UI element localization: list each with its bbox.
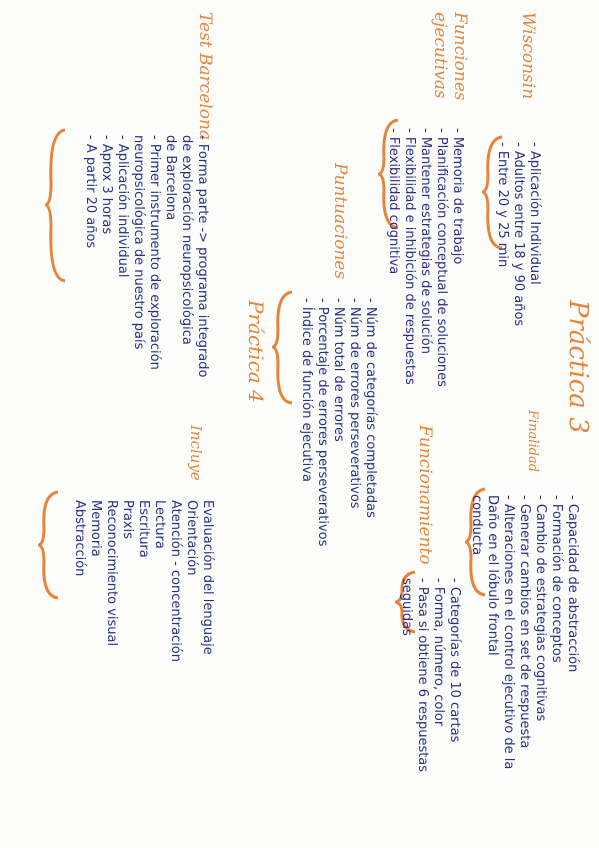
finalidad-item: - Cambio de estrategias cognitivas: [533, 495, 548, 722]
funciones-item: - Mantener estrategias de solución: [418, 128, 433, 354]
barcelona-item: - Aprox 3 horas: [99, 135, 114, 235]
barcelona-brace: [45, 128, 66, 283]
wisconsin-brace: [482, 135, 503, 250]
puntuaciones-item: - Núm de errores perseverativos: [347, 298, 362, 509]
finalidad-title: Finalidad: [525, 410, 540, 473]
barcelona-title: Test Barcelona: [195, 12, 215, 141]
funcionamiento-title: Funcionamiento: [415, 425, 435, 565]
funcionamiento-title-block: Funcionamiento: [415, 425, 435, 565]
incluye-title: Incluye: [187, 425, 205, 481]
puntuaciones-list: - Núm de categorías completadas - Núm de…: [298, 298, 378, 546]
barcelona-item: neuropsicológica de nuestro país: [131, 135, 146, 350]
puntuaciones-brace: [272, 290, 293, 405]
incluye-item: Evaluación del lenguaje: [200, 500, 215, 655]
finalidad-item: - Capacidad de abstracción: [565, 495, 580, 673]
finalidad-item: - Alteraciones en el control ejecutivo d…: [501, 495, 516, 770]
incluye-brace: [38, 490, 59, 600]
incluye-item: Reconocimiento visual: [104, 500, 119, 647]
funciones-list: - Memoria de trabajo - Planificación con…: [385, 128, 465, 387]
funciones-title-line2: ejecutivas: [430, 12, 450, 99]
funcionamiento-item: - Pasa si obtiene 6 respuestas: [415, 578, 430, 773]
wisconsin-title: Wisconsin: [518, 12, 538, 100]
wisconsin-block: Wisconsin: [518, 12, 538, 99]
puntuaciones-item: - Núm de categorías completadas: [363, 298, 378, 518]
practica4-title: Práctica 4: [244, 300, 268, 403]
barcelona-item: de Barcelona: [163, 135, 178, 221]
wisconsin-item: - Aplicación Individual: [527, 142, 542, 285]
incluye-title-block: Incluye: [187, 425, 205, 481]
puntuaciones-item: - Porcentaje de errores perseverativos: [315, 298, 330, 547]
incluye-item: Abstracción: [72, 500, 87, 577]
finalidad-title-block: Finalidad: [525, 410, 540, 472]
funciones-item: - Memoria de trabajo: [450, 128, 465, 265]
funcionamiento-item: - Forma, número, color: [431, 578, 446, 727]
incluye-list: Evaluación del lenguaje Orientación Aten…: [71, 500, 215, 662]
incluye-item: Lectura: [152, 500, 167, 549]
funcionamiento-brace: [395, 570, 416, 634]
barcelona-item: - A partir 20 años: [83, 135, 98, 249]
funciones-title-line1: Funciones: [450, 12, 470, 101]
practica4-block: Práctica 4: [244, 300, 268, 403]
finalidad-item: conducta: [469, 495, 484, 556]
finalidad-item: - Formación de conceptos: [549, 495, 564, 663]
puntuaciones-title-block: Puntuaciones: [330, 163, 350, 279]
wisconsin-list: - Aplicación Individual - Adultos entre …: [494, 142, 542, 326]
incluye-item: Orientación: [184, 500, 199, 576]
funciones-item: - Planificación conceptual de soluciones: [434, 128, 449, 387]
finalidad-brace: [465, 487, 486, 597]
wisconsin-item: - Entre 20 y 25 min: [495, 142, 510, 268]
finalidad-item: - Generar cambios en set de respuesta: [517, 495, 532, 749]
finalidad-item: Daño en el lóbulo frontal: [485, 495, 500, 656]
puntuaciones-item: - Índice de función ejecutiva: [299, 298, 314, 482]
practica3-block: Práctica 3: [563, 300, 593, 434]
incluye-item: Praxis: [120, 500, 135, 539]
barcelona-item: de exploración neuropsicológica: [179, 135, 194, 345]
incluye-item: Escritura: [136, 500, 151, 558]
funcionamiento-list: - Categorías de 10 cartas - Forma, númer…: [398, 578, 462, 772]
funciones-brace: [378, 118, 399, 230]
funciones-item: - Flexibilidad e inhibición de respuesta…: [402, 128, 417, 385]
puntuaciones-title: Puntuaciones: [330, 163, 350, 280]
barcelona-list: - Forma parte -> programa integrado de e…: [82, 135, 210, 377]
incluye-item: Memoria: [88, 500, 103, 557]
barcelona-item: - Primer instrumento de exploración: [147, 135, 162, 370]
barcelona-item: - Forma parte -> programa integrado: [195, 135, 210, 378]
practica3-title: Práctica 3: [563, 300, 593, 434]
incluye-item: Atención - concentración: [168, 500, 183, 662]
barcelona-title-block: Test Barcelona: [195, 12, 215, 140]
barcelona-item: - Aplicación individual: [115, 135, 130, 278]
funciones-title-block: Funciones ejecutivas: [430, 12, 470, 101]
funcionamiento-item: - Categorías de 10 cartas: [447, 578, 462, 743]
finalidad-list: - Capacidad de abstracción - Formación d…: [468, 495, 580, 769]
funcionamiento-item: seguidas: [399, 578, 414, 636]
puntuaciones-item: - Núm total de errores: [331, 298, 346, 442]
funciones-item: - Flexibilidad cognitiva: [386, 128, 401, 275]
wisconsin-item: - Adultos entre 18 y 90 años: [511, 142, 526, 327]
